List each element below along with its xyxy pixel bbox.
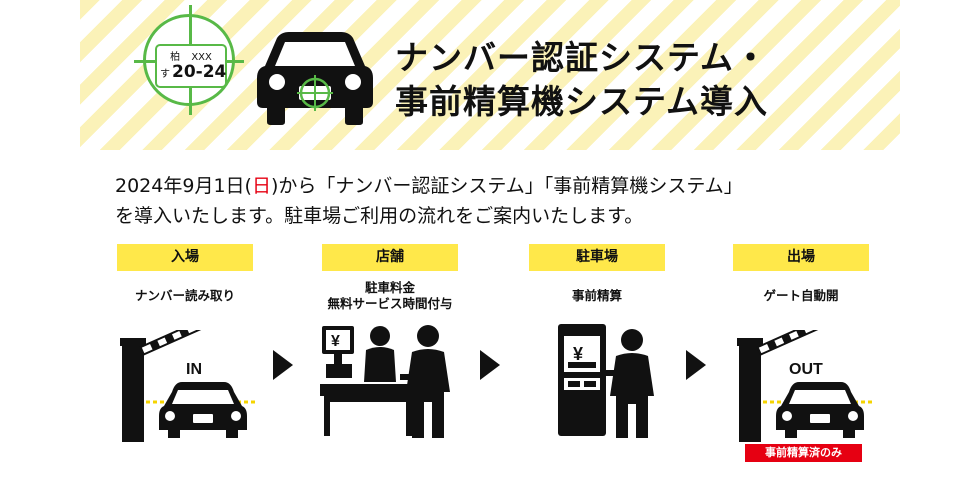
exit-sign: OUT — [789, 361, 823, 378]
intro-line2: を導入いたします。駐車場ご利用の流れをご案内いたします。 — [115, 205, 644, 227]
page-title: ナンバー認証システム・ 事前精算機システム導入 — [395, 36, 768, 124]
title-line-2: 事前精算機システム導入 — [395, 82, 769, 121]
step-label-exit: 出場 — [733, 244, 869, 271]
plate-number: 20-24 — [172, 62, 227, 82]
arrow-right-icon — [480, 350, 500, 380]
pay-machine-illustration: ¥ — [558, 324, 654, 438]
title-line-1: ナンバー認証システム・ — [395, 38, 769, 77]
step-label-store: 店舗 — [322, 244, 458, 271]
entry-gate-illustration: IN — [120, 330, 258, 442]
arrow-right-icon — [686, 350, 706, 380]
step-desc-entry: ナンバー読み取り — [134, 288, 235, 303]
plate-kana: す — [160, 69, 170, 80]
prepaid-only-badge: 事前精算済のみ — [745, 444, 862, 462]
machine-yen-sign: ¥ — [573, 344, 583, 364]
car-front-icon — [257, 32, 373, 125]
entry-sign: IN — [186, 361, 202, 378]
plate-region: 柏 — [170, 52, 181, 63]
intro-day: 日 — [251, 175, 271, 197]
step-label-entry: 入場 — [117, 244, 253, 271]
intro-line1-b: )から「ナンバー認証システム」「事前精算機システム」 — [270, 175, 743, 197]
exit-gate-illustration: OUT — [737, 330, 875, 442]
step-label-parking: 駐車場 — [529, 244, 665, 271]
step-desc-exit: ゲート自動開 — [763, 288, 839, 303]
store-counter-illustration: ¥ — [320, 325, 450, 438]
step-desc-store: 駐車料金 無料サービス時間付与 — [327, 280, 453, 311]
step-desc-parking: 事前精算 — [571, 288, 622, 303]
arrow-right-icon — [273, 350, 293, 380]
plate-class-code: XXX — [191, 52, 212, 63]
intro-line1-a: 2024年9月1日( — [115, 175, 252, 197]
intro-text: 2024年9月1日(日)から「ナンバー認証システム」「事前精算機システム」 を導… — [115, 171, 743, 231]
register-yen-sign: ¥ — [331, 333, 340, 350]
